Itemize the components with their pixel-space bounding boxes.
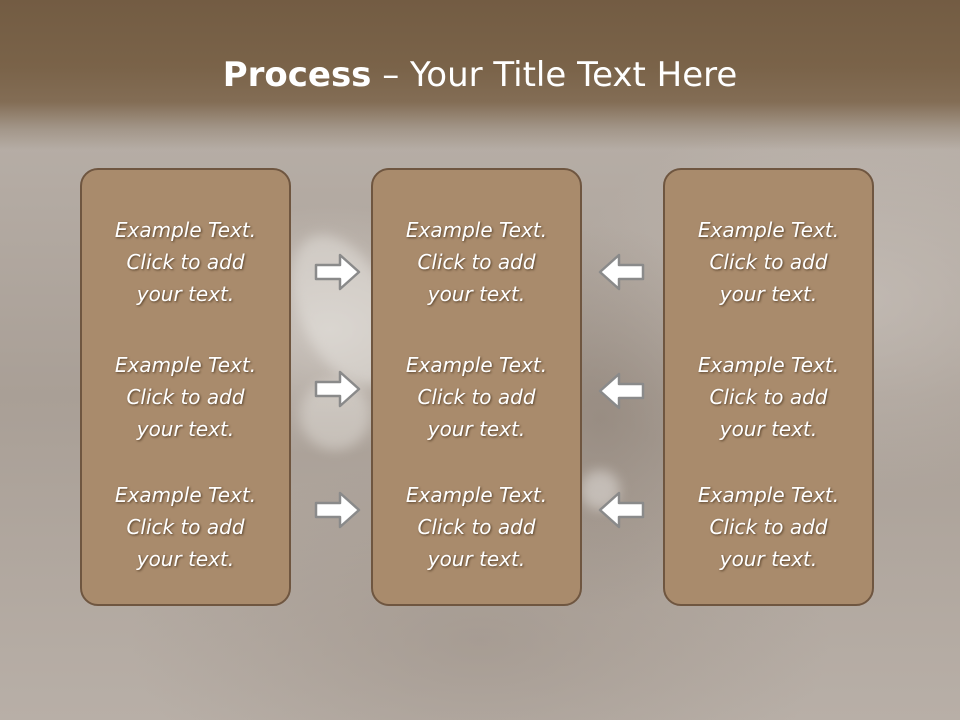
arrow-right-icon	[314, 253, 361, 291]
panel-text-block[interactable]: Example Text. Click to add your text.	[82, 349, 289, 445]
panel-text-block[interactable]: Example Text. Click to add your text.	[665, 214, 872, 310]
arrow-left-icon	[598, 372, 645, 410]
arrow-right-icon	[314, 491, 361, 529]
text-line: Example Text.	[405, 353, 548, 377]
text-line: your text.	[427, 417, 526, 441]
text-line: your text.	[136, 547, 235, 571]
slide-title[interactable]: Process – Your Title Text Here	[0, 50, 960, 100]
panel-text-block[interactable]: Example Text. Click to add your text.	[82, 214, 289, 310]
text-line: your text.	[719, 547, 818, 571]
arrow-right-icon	[314, 370, 361, 408]
text-line: your text.	[719, 282, 818, 306]
panel-text-block[interactable]: Example Text. Click to add your text.	[373, 214, 580, 310]
panel-text-block[interactable]: Example Text. Click to add your text.	[373, 349, 580, 445]
title-bold: Process	[222, 55, 372, 95]
text-line: Click to add	[417, 385, 536, 409]
text-line: your text.	[427, 547, 526, 571]
text-line: Click to add	[709, 385, 828, 409]
text-line: your text.	[719, 417, 818, 441]
text-line: Click to add	[417, 515, 536, 539]
text-line: Click to add	[709, 250, 828, 274]
text-line: Example Text.	[697, 218, 840, 242]
text-line: Example Text.	[697, 483, 840, 507]
panel-text-block[interactable]: Example Text. Click to add your text.	[373, 479, 580, 575]
text-line: Click to add	[126, 250, 245, 274]
text-line: your text.	[427, 282, 526, 306]
text-line: Click to add	[417, 250, 536, 274]
arrow-left-icon	[598, 491, 645, 529]
text-line: your text.	[136, 417, 235, 441]
title-rest: – Your Title Text Here	[371, 55, 738, 95]
text-line: Example Text.	[405, 218, 548, 242]
panel-text-block[interactable]: Example Text. Click to add your text.	[665, 479, 872, 575]
panel-text-block[interactable]: Example Text. Click to add your text.	[665, 349, 872, 445]
text-line: Example Text.	[114, 218, 257, 242]
text-line: Example Text.	[405, 483, 548, 507]
panel-text-block[interactable]: Example Text. Click to add your text.	[82, 479, 289, 575]
text-line: Example Text.	[697, 353, 840, 377]
text-line: Click to add	[126, 515, 245, 539]
text-line: Example Text.	[114, 483, 257, 507]
process-panel-right[interactable]: Example Text. Click to add your text. Ex…	[663, 168, 874, 606]
text-line: Click to add	[709, 515, 828, 539]
process-panel-center[interactable]: Example Text. Click to add your text. Ex…	[371, 168, 582, 606]
process-panel-left[interactable]: Example Text. Click to add your text. Ex…	[80, 168, 291, 606]
text-line: Click to add	[126, 385, 245, 409]
text-line: Example Text.	[114, 353, 257, 377]
arrow-left-icon	[598, 253, 645, 291]
text-line: your text.	[136, 282, 235, 306]
title-bar	[0, 0, 960, 150]
